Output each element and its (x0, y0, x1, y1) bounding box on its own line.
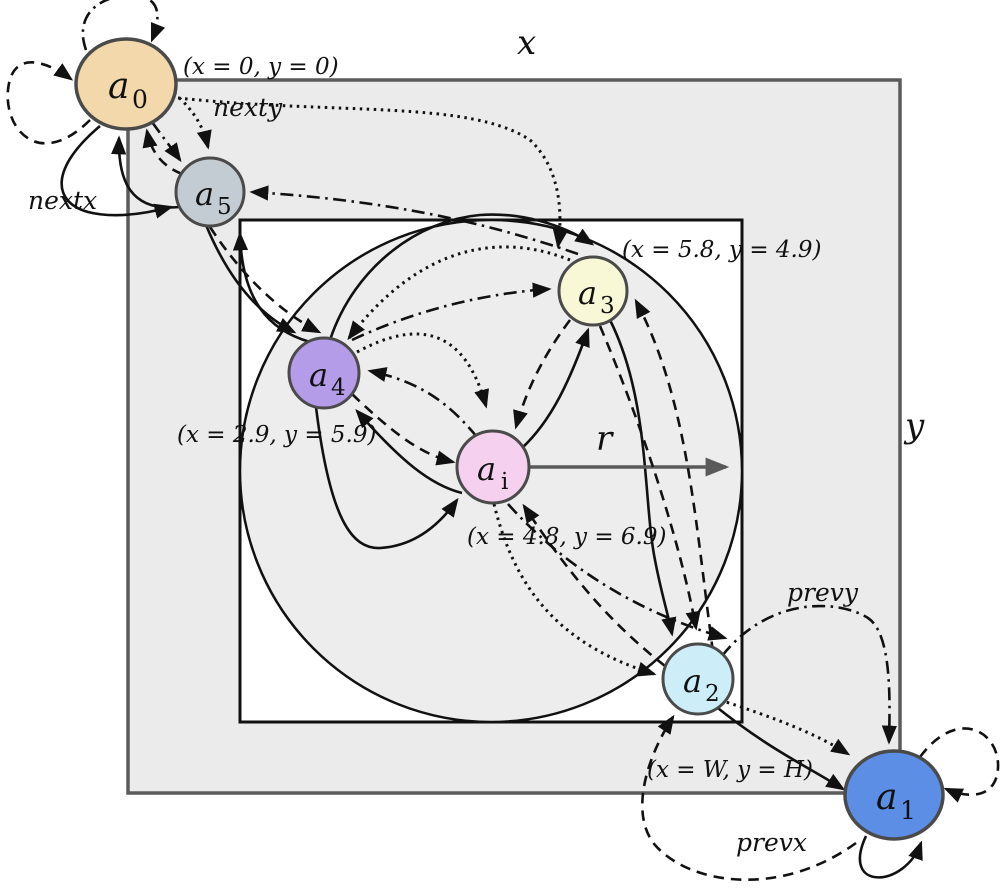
edge-a5-a4-dashed (208, 226, 322, 334)
edge-a0-a3-dotted (177, 96, 568, 249)
node-a0-sub: 0 (132, 85, 148, 114)
node-a0 (74, 37, 178, 131)
figure-labels: (x = 0, y = 0) x nexty nextx (x = 5.8, y… (28, 23, 925, 857)
edge-a0-self-dashdot (81, 0, 166, 51)
node-a1-sub: 1 (900, 796, 916, 825)
axis-label-y: y (903, 406, 925, 446)
coord-label-a4: (x = 2.9, y = 5.9) (177, 422, 376, 448)
edge-ai-a3-solid (521, 327, 590, 449)
radius-label: r (596, 419, 614, 459)
edge-a4-ai-dashed (351, 393, 456, 466)
node-a5-label: a (195, 175, 214, 213)
edge-a1-a2-prevx (641, 714, 857, 881)
node-labels: a 0 a 5 a 4 a 3 a i a 2 a 1 (108, 66, 916, 825)
edge-a2-a1-solid (713, 703, 846, 791)
edge-a5-a4-solid (204, 224, 297, 334)
node-a3-label: a (578, 274, 597, 312)
node-ai-label: a (477, 450, 496, 488)
coord-label-a1: (x = W, y = H) (647, 757, 813, 783)
node-a2-sub: 2 (705, 681, 720, 707)
edge-a4-a3-solid (328, 213, 595, 341)
state-nodes (74, 37, 945, 841)
dashed-edges (6, 61, 1000, 881)
edge-a2-a3-dashed (634, 298, 715, 653)
edge-ai-a4-dashdot (367, 367, 479, 438)
axis-label-x: x (517, 23, 536, 63)
node-a4 (287, 336, 361, 410)
node-a5-sub: 5 (217, 194, 232, 220)
edge-label-prevy: prevy (787, 578, 859, 607)
edge-a3-a5-dashdot (249, 185, 579, 256)
edge-a2-a1-prevy (720, 604, 897, 745)
edge-a3-a2-dashed (598, 325, 701, 631)
edge-ai-a2-dotted (492, 503, 657, 677)
node-ai (455, 429, 531, 505)
node-a2 (661, 642, 735, 716)
edge-a4-a3-dashdot (351, 282, 552, 342)
node-a3 (557, 255, 629, 327)
edge-a4-ai-solid (314, 406, 459, 550)
edge-label-nextx: nextx (28, 186, 97, 215)
edge-a3-a2-solid (608, 319, 677, 637)
edge-label-nexty: nexty (213, 93, 283, 122)
solid-edges (60, 125, 923, 879)
edge-label-prevx: prevx (736, 828, 807, 857)
edge-a0-a5-nextx (60, 125, 174, 219)
coord-label-ai: (x = 4.8, y = 6.9) (467, 524, 666, 550)
edge-a2-ai-dashed (522, 503, 666, 668)
node-ai-sub: i (501, 469, 508, 495)
coord-label-a3: (x = 5.8, y = 4.9) (622, 237, 821, 263)
edge-a4-a5-solid (232, 231, 311, 344)
edge-a1-self-solid (858, 835, 923, 879)
edge-a3-a4-dotted (347, 245, 571, 341)
node-a1-label: a (876, 777, 897, 818)
edge-a3-ai-dashed (513, 319, 572, 430)
edge-a1-self-dashed (918, 727, 1000, 803)
node-a0-label: a (108, 66, 129, 107)
dashdot-edges (81, 0, 897, 745)
node-a1 (843, 749, 945, 841)
edge-a0-a5-dashdot (150, 121, 182, 163)
node-a4-sub: 4 (331, 375, 346, 401)
node-a4-label: a (309, 356, 328, 394)
edge-ai-a4-solid (355, 409, 463, 495)
coord-label-a0: (x = 0, y = 0) (183, 54, 339, 80)
edge-a5-a0-solid (111, 135, 180, 209)
edge-a5-a0-dashed (142, 128, 183, 176)
edge-a0-self-dashed (6, 61, 91, 145)
edge-a2-a1-dotted (719, 698, 851, 756)
edge-ai-a2-dashdot (507, 503, 728, 641)
node-a5 (174, 156, 246, 228)
dotted-edges (173, 91, 851, 756)
node-a3-sub: 3 (600, 293, 615, 319)
node-a2-label: a (683, 662, 702, 700)
